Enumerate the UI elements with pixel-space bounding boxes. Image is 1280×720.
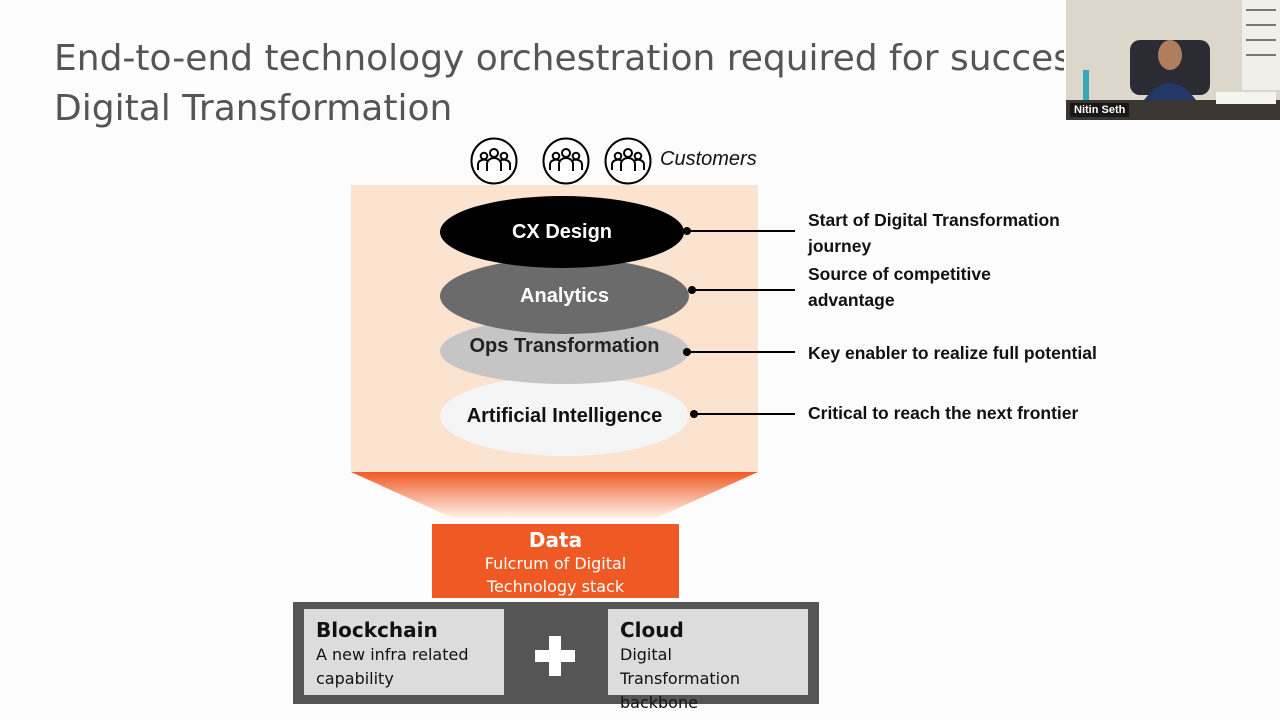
customers-group-icon (470, 137, 518, 185)
connector-line (687, 230, 795, 232)
layer-cx-design: CX Design (440, 196, 684, 268)
customers-group-icon (604, 137, 652, 185)
cloud-line-1: Digital Transformation (620, 645, 741, 688)
data-subtitle-line-2: Technology stack (486, 577, 625, 596)
cloud-card: Cloud Digital Transformation backbone (608, 609, 808, 712)
data-subtitle-line-1: Fulcrum of Digital (484, 554, 627, 573)
layer-artificial-intelligence: Artificial Intelligence (440, 376, 689, 456)
cloud-line-2: backbone (620, 693, 698, 712)
data-title: Data (528, 528, 583, 552)
blockchain-line-2: capability (316, 669, 394, 688)
connector-line (694, 413, 795, 415)
customers-label: Customers (660, 148, 757, 170)
layer-description-analytics: Source of competitive advantage (808, 264, 991, 310)
blockchain-line-1: A new infra related (316, 645, 469, 664)
layer-analytics: Analytics (440, 258, 689, 334)
layer-description-ai: Critical to reach the next frontier (808, 403, 1079, 423)
layer-description-cx: Start of Digital Transformation journey (808, 210, 1060, 256)
slide-title-line-2: Digital Transformation (54, 88, 453, 129)
blockchain-card: Blockchain A new infra related capabilit… (304, 609, 504, 695)
connector-line (692, 289, 795, 291)
layer-label: Ops Transformation (469, 334, 660, 357)
slide-title: End-to-end technology orchestration requ… (54, 34, 1064, 134)
layer-label: CX Design (511, 220, 613, 243)
customers-group-icon (542, 137, 590, 185)
layer-label: Analytics (520, 284, 609, 307)
participant-name: Nitin Seth (1070, 103, 1130, 117)
layer-description-ops: Key enabler to realize full potential (808, 343, 1097, 363)
funnel-shape (351, 472, 758, 518)
participant-video-frame (1066, 0, 1280, 120)
slide-title-line-1: End-to-end technology orchestration requ… (54, 38, 1064, 79)
connector-line (687, 351, 795, 353)
participant-video[interactable]: Nitin Seth (1066, 0, 1280, 120)
plus-icon (535, 636, 575, 676)
cloud-title: Cloud (620, 618, 684, 642)
data-block: Data Fulcrum of Digital Technology stack (432, 524, 679, 598)
blockchain-title: Blockchain (316, 618, 438, 642)
layer-label: Artificial Intelligence (466, 404, 663, 427)
